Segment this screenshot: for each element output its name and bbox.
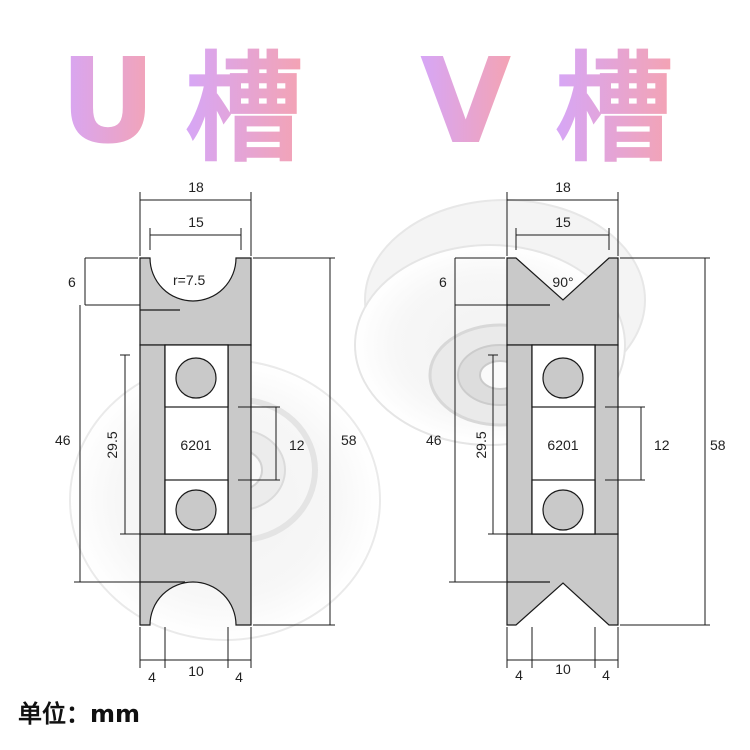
v-groove-section — [506, 257, 619, 626]
v-bearing-panel-left — [506, 344, 533, 535]
u-hub-width-label: 10 — [188, 663, 204, 679]
title-u-letter: U — [60, 32, 156, 170]
u-dimensions — [74, 192, 335, 668]
title: U 槽 V 槽 — [60, 32, 673, 178]
u-groove-width-label: 15 — [188, 214, 204, 230]
u-outer-width-label: 18 — [188, 179, 204, 195]
v-bearing-width-label: 12 — [654, 437, 670, 453]
u-dimension-labels: 18 15 r=7.5 6 46 29.5 6201 12 58 4 10 4 — [55, 179, 357, 685]
v-ball-bottom — [542, 489, 584, 531]
u-bearing-panel-left — [139, 344, 166, 535]
u-ball-bottom — [175, 489, 217, 531]
u-groove-depth-label: 6 — [68, 274, 76, 290]
v-ball-top — [542, 357, 584, 399]
v-dimension-labels: 18 15 90° 6 46 29.5 6201 12 58 4 10 4 — [426, 179, 726, 683]
u-bearing-panel-right — [227, 344, 252, 535]
v-outer-width-label: 18 — [555, 179, 571, 195]
u-ball-top — [175, 357, 217, 399]
title-u-char: 槽 — [185, 40, 303, 178]
u-rim-left-label: 4 — [148, 669, 156, 685]
v-bearing-panel-right — [594, 344, 619, 535]
title-v-letter: V — [420, 32, 511, 170]
u-upper-body — [139, 257, 252, 346]
v-angle-label: 90° — [552, 274, 573, 290]
u-bearing-model-label: 6201 — [180, 437, 211, 453]
u-bearing-width-label: 12 — [289, 437, 305, 453]
u-lower-body — [139, 533, 252, 626]
u-groove-section — [139, 257, 252, 626]
unit-label: 单位：mm — [18, 700, 141, 728]
v-groove-depth-label: 6 — [439, 274, 447, 290]
v-overall-diameter-label: 58 — [710, 437, 726, 453]
v-rim-left-label: 4 — [515, 667, 523, 683]
u-bearing-span-label: 29.5 — [104, 431, 120, 458]
v-groove-width-label: 15 — [555, 214, 571, 230]
v-bearing-model-label: 6201 — [547, 437, 578, 453]
v-hub-width-label: 10 — [555, 661, 571, 677]
u-overall-diameter-label: 58 — [341, 432, 357, 448]
v-dimensions — [449, 192, 710, 668]
v-bearing-span-label: 29.5 — [473, 431, 489, 458]
u-bore-span-label: 46 — [55, 432, 71, 448]
u-rim-right-label: 4 — [235, 669, 243, 685]
u-radius-label: r=7.5 — [173, 272, 206, 288]
title-v-char: 槽 — [555, 40, 673, 178]
v-lower-body — [506, 533, 619, 626]
v-rim-right-label: 4 — [602, 667, 610, 683]
v-bore-span-label: 46 — [426, 432, 442, 448]
